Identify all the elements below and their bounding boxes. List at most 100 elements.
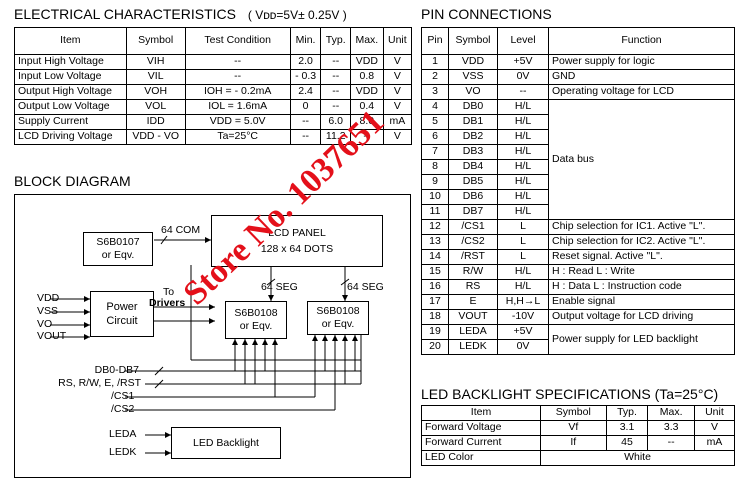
s6b0108-2-eqv-label: or Eqv.: [321, 318, 355, 330]
pin-number: 10: [421, 189, 449, 205]
pin-level: H/L: [497, 204, 549, 220]
table-header-row: Item Symbol Test Condition Min. Typ. Max…: [14, 27, 413, 55]
pin-symbol: LEDK: [448, 339, 498, 355]
cs2-label: /CS2: [111, 403, 135, 415]
table-cell: V: [693, 420, 736, 436]
pin-symbol: DB4: [448, 159, 498, 175]
pin-number: 6: [421, 129, 449, 145]
electrical-title: ELECTRICAL CHARACTERISTICS ( Vᴅᴅ=5V± 0.2…: [14, 6, 347, 22]
col-header: Item: [14, 27, 127, 55]
pin-symbol: DB6: [448, 189, 498, 205]
pin-number: 2: [421, 69, 449, 85]
table-cell: IOL = 1.6mA: [184, 99, 291, 115]
s6b0108-2-label: S6B0108: [316, 305, 360, 317]
pin-level: --: [497, 84, 549, 100]
pin-level: H/L: [497, 189, 549, 205]
pin-level: H/L: [497, 129, 549, 145]
pin-symbol: DB1: [448, 114, 498, 130]
lcd-panel-label: LCD PANEL: [268, 227, 326, 239]
pin-symbol: /CS2: [448, 234, 498, 250]
table-cell: 3.3: [647, 420, 695, 436]
pin-symbol: VSS: [448, 69, 498, 85]
table-cell: --: [184, 54, 291, 70]
electrical-title-text: ELECTRICAL CHARACTERISTICS: [14, 6, 236, 22]
block-wires: [50, 235, 362, 456]
pin-symbol: LEDA: [448, 324, 498, 340]
table-cell: V: [382, 69, 413, 85]
table-row: LED Color White: [421, 450, 735, 466]
block-diagram: LCD PANEL 128 x 64 DOTS S6B0107 or Eqv. …: [14, 194, 411, 478]
led-color-value: White: [540, 450, 735, 466]
backlight-title: LED BACKLIGHT SPECIFICATIONS (Ta=25°C): [421, 386, 719, 402]
pin-symbol: E: [448, 294, 498, 310]
col-header: Symbol: [448, 27, 498, 55]
vo-label: VO: [37, 318, 53, 330]
to-label: To: [163, 286, 175, 298]
table-cell: Forward Current: [421, 435, 541, 451]
table-cell: --: [320, 84, 351, 100]
pin-symbol: DB0: [448, 99, 498, 115]
lcd-panel-box: LCD PANEL 128 x 64 DOTS: [211, 215, 383, 267]
pin-symbol: DB7: [448, 204, 498, 220]
led-color-label: LED Color: [421, 450, 541, 466]
pin-level: H/L: [497, 264, 549, 280]
pin-number: 18: [421, 309, 449, 325]
table-cell: Output High Voltage: [14, 84, 127, 100]
pin-number: 11: [421, 204, 449, 220]
pin-level: L: [497, 219, 549, 235]
table-cell: VIL: [125, 69, 186, 85]
table-cell: V: [382, 129, 413, 145]
drivers-label: Drivers: [149, 297, 186, 309]
led-backlight-label: LED Backlight: [193, 437, 259, 449]
pin-level: -10V: [497, 309, 549, 325]
pin-function-data-bus: Data bus: [548, 99, 735, 220]
pin-symbol: R/W: [448, 264, 498, 280]
table-cell: 2.4: [289, 84, 322, 100]
table-cell: Input Low Voltage: [14, 69, 127, 85]
col-header: Test Condition: [184, 27, 291, 55]
s6b0107-label: S6B0107: [96, 236, 140, 248]
pin-symbol: VO: [448, 84, 498, 100]
col-header: Symbol: [540, 405, 607, 421]
pin-level: L: [497, 249, 549, 265]
table-cell: --: [647, 435, 695, 451]
pin-level: H/L: [497, 159, 549, 175]
table-cell: --: [289, 114, 322, 130]
table-cell: --: [320, 69, 351, 85]
pin-number: 19: [421, 324, 449, 340]
table-cell: Ta=25°C: [184, 129, 291, 145]
pin-symbol: /CS1: [448, 219, 498, 235]
pin-symbol: DB5: [448, 174, 498, 190]
table-cell: VDD = 5.0V: [184, 114, 291, 130]
leda-label: LEDA: [109, 428, 137, 440]
pin-level: 0V: [497, 339, 549, 355]
electrical-condition: ( Vᴅᴅ=5V± 0.25V ): [247, 8, 347, 22]
table-cell: Input High Voltage: [14, 54, 127, 70]
col-header: Max.: [349, 27, 384, 55]
table-cell: IOH = - 0.2mA: [184, 84, 291, 100]
table-cell: VOH: [125, 84, 186, 100]
circuit-label: Circuit: [106, 315, 138, 327]
col-header: Pin: [421, 27, 449, 55]
col-header: Typ.: [605, 405, 649, 421]
seg-label-2: 64 SEG: [347, 281, 384, 293]
col-header: Unit: [693, 405, 736, 421]
col-header: Max.: [647, 405, 695, 421]
led-backlight-box: LED Backlight: [171, 427, 281, 459]
pin-function: Power supply for logic: [548, 54, 735, 70]
pin-symbol: VDD: [448, 54, 498, 70]
table-cell: VIH: [125, 54, 186, 70]
